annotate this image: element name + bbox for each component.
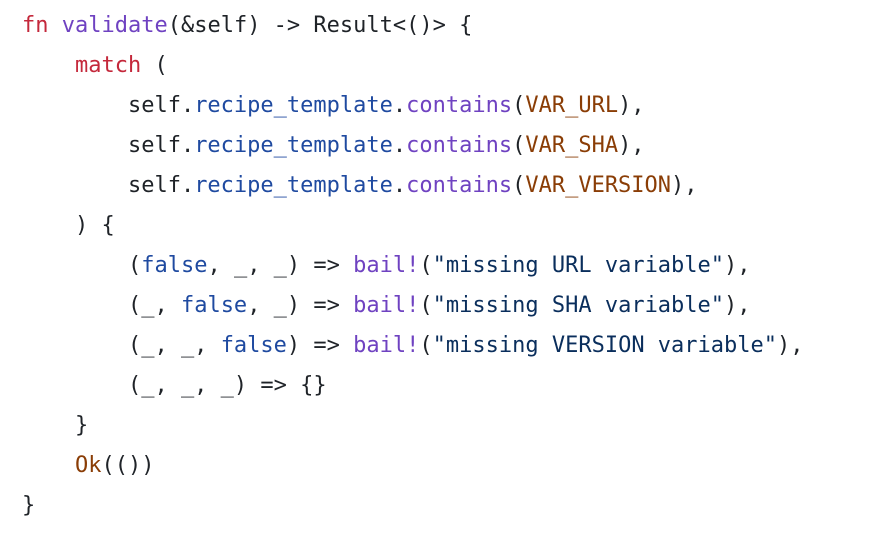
- code-token: ),: [618, 133, 645, 158]
- code-line: match (: [22, 46, 804, 86]
- code-line: (false, _, _) => bail!("missing URL vari…: [22, 246, 804, 286]
- code-line: self.recipe_template.contains(VAR_VERSIO…: [22, 166, 804, 206]
- code-line: (_, _, false) => bail!("missing VERSION …: [22, 326, 804, 366]
- code-token: [22, 53, 75, 78]
- code-line: (_, false, _) => bail!("missing SHA vari…: [22, 286, 804, 326]
- code-token: contains: [406, 93, 513, 118]
- code-token: ),: [671, 173, 698, 198]
- code-token: [22, 453, 75, 478]
- code-token: ),: [724, 293, 751, 318]
- code-token: (_, _, _) => {}: [22, 373, 327, 398]
- code-token: (()): [101, 453, 155, 478]
- code-token: false: [220, 333, 287, 358]
- code-token: (_, _,: [22, 333, 221, 358]
- code-token: match: [74, 53, 142, 78]
- code-token: ) =>: [286, 333, 354, 358]
- code-token: .: [392, 133, 407, 158]
- code-token: }: [22, 413, 89, 438]
- code-token: ),: [724, 253, 751, 278]
- code-token: self.: [22, 93, 195, 118]
- code-token: bail!: [353, 333, 420, 358]
- code-token: "missing SHA variable": [432, 293, 725, 318]
- code-token: "missing VERSION variable": [432, 333, 778, 358]
- code-token: (: [512, 133, 526, 158]
- code-token: (&self) -> Result<()> {: [167, 13, 473, 38]
- code-token: , _, _) =>: [207, 253, 354, 278]
- code-token: (: [419, 333, 433, 358]
- code-line: Ok(()): [22, 446, 804, 486]
- code-token: (_,: [22, 293, 181, 318]
- code-line: }: [22, 406, 804, 446]
- code-token: fn: [22, 13, 49, 38]
- code-line: }: [22, 486, 804, 526]
- code-token: [49, 13, 62, 38]
- code-token: (: [419, 253, 433, 278]
- code-token: recipe_template: [194, 93, 393, 118]
- code-token: bail!: [353, 293, 420, 318]
- code-token: ),: [618, 93, 645, 118]
- code-token: bail!: [353, 253, 420, 278]
- code-token: validate: [61, 13, 168, 38]
- code-token: (: [141, 53, 168, 78]
- code-token: "missing URL variable": [432, 253, 725, 278]
- code-token: VAR_VERSION: [525, 173, 672, 198]
- code-line: (_, _, _) => {}: [22, 366, 804, 406]
- code-token: , _) =>: [247, 293, 354, 318]
- code-token: Ok: [74, 453, 102, 478]
- code-token: (: [22, 253, 142, 278]
- code-token: recipe_template: [194, 173, 393, 198]
- code-token: .: [392, 173, 407, 198]
- code-token: recipe_template: [194, 133, 393, 158]
- code-token: false: [180, 293, 248, 318]
- code-token: false: [141, 253, 208, 278]
- code-block: fn validate(&self) -> Result<()> { match…: [22, 6, 804, 526]
- code-token: self.: [22, 133, 195, 158]
- code-line: fn validate(&self) -> Result<()> {: [22, 6, 804, 46]
- code-token: ) {: [22, 213, 115, 238]
- code-token: (: [512, 93, 526, 118]
- code-token: }: [22, 493, 36, 518]
- code-line: self.recipe_template.contains(VAR_URL),: [22, 86, 804, 126]
- code-token: .: [392, 93, 407, 118]
- code-token: (: [419, 293, 433, 318]
- code-token: (: [512, 173, 526, 198]
- code-token: VAR_URL: [525, 93, 619, 118]
- code-token: self.: [22, 173, 195, 198]
- code-line: ) {: [22, 206, 804, 246]
- code-line: self.recipe_template.contains(VAR_SHA),: [22, 126, 804, 166]
- code-token: VAR_SHA: [525, 133, 619, 158]
- code-token: contains: [406, 173, 513, 198]
- code-token: ),: [777, 333, 804, 358]
- code-token: contains: [406, 133, 513, 158]
